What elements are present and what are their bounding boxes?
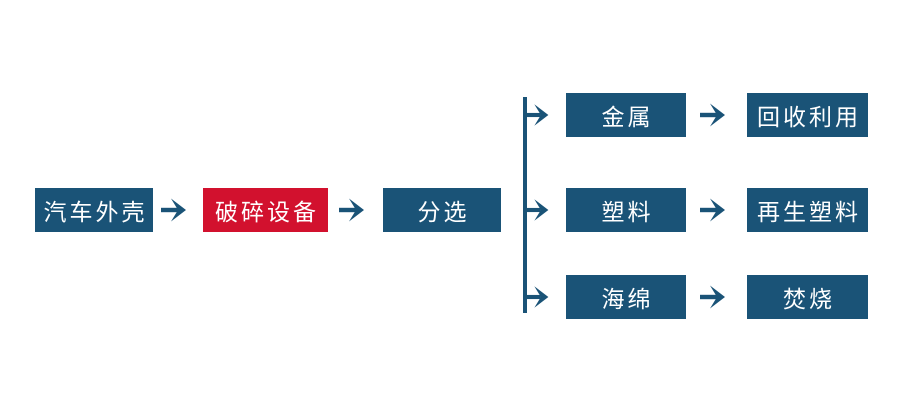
arrow-right-icon	[699, 196, 731, 224]
arrow-right-icon	[524, 283, 554, 311]
arrow-right-icon	[524, 101, 554, 129]
node-sponge: 海绵	[566, 275, 686, 319]
arrow-right-icon	[699, 101, 731, 129]
node-car-shell: 汽车外壳	[35, 188, 153, 232]
arrow-right-icon	[338, 196, 370, 224]
node-crushing-equipment: 破碎设备	[203, 188, 328, 232]
node-incineration: 焚烧	[747, 275, 868, 319]
node-metal: 金属	[566, 93, 686, 137]
branch-connector-line	[523, 97, 527, 313]
node-plastic: 塑料	[566, 188, 686, 232]
node-sorting: 分选	[383, 188, 501, 232]
node-recycling: 回收利用	[747, 93, 868, 137]
arrow-right-icon	[524, 196, 554, 224]
arrow-right-icon	[699, 283, 731, 311]
arrow-right-icon	[160, 196, 192, 224]
node-recycled-plastic: 再生塑料	[747, 188, 868, 232]
